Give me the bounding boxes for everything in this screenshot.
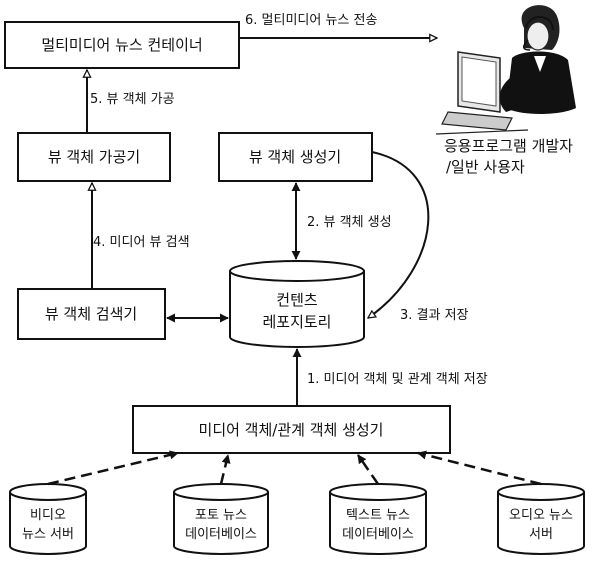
multimedia-news-container-box [4,21,240,69]
text-to-generator-arrow [356,454,380,485]
create-view-object-label: 2. 뷰 객체 생성 [307,215,392,230]
text-news-db-label-line2: 데이터베이스 [342,527,414,542]
view-object-searcher-label: 뷰 객체 검색기 [45,305,137,323]
photo-news-db-label-line2: 데이터베이스 [185,527,257,542]
audio-news-server-label-line1: 오디오 뉴스 [509,508,573,523]
audio-news-server-cylinder [497,483,585,555]
view-object-processor-label: 뷰 객체 가공기 [48,148,140,166]
view-object-generator-box [218,132,373,182]
view-object-processor-box [17,132,171,182]
photo-news-db-label-line1: 포토 뉴스 [195,508,247,523]
photo-news-db-cylinder [173,483,269,555]
content-repository-label-line2: 레포지토리 [262,313,331,331]
video-news-server-label-line2: 뉴스 서버 [22,527,74,542]
view-object-searcher-box [17,288,166,340]
photo-to-generator-arrow [219,454,231,485]
content-repository-cylinder [229,260,365,348]
store-result-label: 3. 결과 저장 [400,308,469,323]
media-relation-generator-box [132,405,451,454]
store-objects-label: 1. 미디어 객체 및 관계 객체 저장 [307,372,488,387]
video-news-server-label-line1: 비디오 [30,508,66,523]
user-label-line1: 응용프로그램 개발자 [444,137,573,155]
audio-news-server-label-line2: 서버 [529,527,553,542]
search-media-view-label: 4. 미디어 뷰 검색 [93,235,190,250]
multimedia-news-container-label: 멀티미디어 뉴스 컨테이너 [41,36,202,54]
text-news-db-cylinder [329,483,427,555]
audio-to-generator-arrow [417,450,542,486]
video-news-server-cylinder [9,483,87,555]
process-view-object-label: 5. 뷰 객체 가공 [90,92,175,107]
media-relation-generator-label: 미디어 객체/관계 객체 생성기 [199,421,384,439]
text-news-db-label-line1: 텍스트 뉴스 [346,508,410,523]
user-at-computer-icon [435,5,576,135]
send-multimedia-news-label: 6. 멀티미디어 뉴스 전송 [245,13,377,28]
store-result-arrow [368,151,430,319]
user-label-line2: /일반 사용자 [446,158,525,176]
view-object-generator-label: 뷰 객체 생성기 [249,148,341,166]
content-repository-label-line1: 컨텐츠 [276,291,318,309]
video-to-generator-arrow [47,450,179,486]
